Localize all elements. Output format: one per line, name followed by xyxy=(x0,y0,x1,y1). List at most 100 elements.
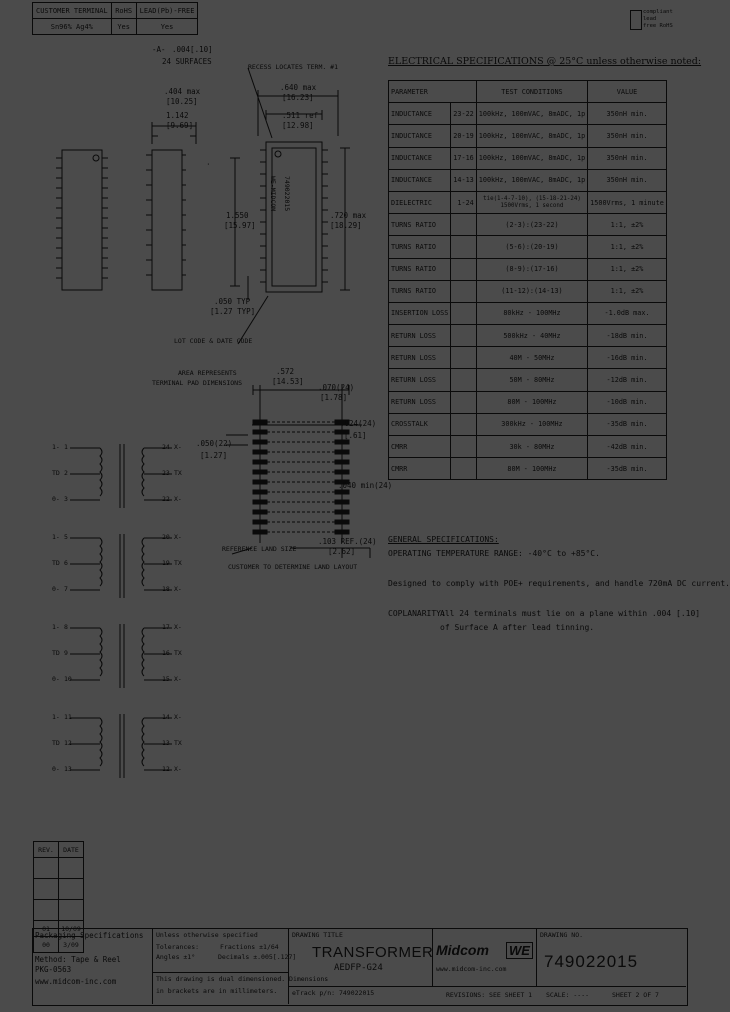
schematic: 1- TD 0- 1 2 3 24 23 22 X- TX X- 1- TD 0… xyxy=(52,440,192,780)
spec-value: -1.0dB max. xyxy=(587,301,667,326)
lot-code-label: LOT CODE & DATE CODE xyxy=(174,337,253,345)
sheet-number: SHEET 2 OF 7 xyxy=(612,991,659,999)
spec-pins xyxy=(450,257,477,281)
spec-value: 1:1, ±2% xyxy=(587,279,667,303)
dim-550mm: [15.97] xyxy=(224,221,256,230)
compliance-icon xyxy=(630,10,642,30)
g1-left-1: TD xyxy=(52,469,60,477)
spec-param: DIELECTRIC xyxy=(387,190,452,215)
customer-layout-label: CUSTOMER TO DETERMINE LAND LAYOUT xyxy=(228,563,358,571)
spec-condition: 80kHz - 100MHz xyxy=(475,301,589,326)
side-view-body xyxy=(61,149,103,291)
rev-header: REV. xyxy=(33,841,59,858)
drawing-no-label: DRAWING NO. xyxy=(540,931,584,939)
general-temp: OPERATING TEMPERATURE RANGE: -40°C to +8… xyxy=(388,549,600,558)
g3-pin-r0: 17 xyxy=(162,623,170,631)
g2-pin-r0: 20 xyxy=(162,533,170,541)
pin1-marker xyxy=(92,154,100,162)
spec-value: -10dB min. xyxy=(587,390,667,414)
dim-720: .720 max xyxy=(330,211,367,220)
ref-land-label: REFERENCE LAND SIZE xyxy=(222,545,297,553)
group-2-wiring xyxy=(70,534,172,598)
spec-pins xyxy=(450,301,477,326)
spec-pins xyxy=(450,213,477,237)
rohs-compliance-mark: compliant lead free RoHS xyxy=(630,8,673,34)
general-cop-1: All 24 terminals must lie on a plane wit… xyxy=(440,609,701,618)
dim-050bmm: [1.27] xyxy=(200,451,228,460)
g3-right-1: TX xyxy=(174,649,182,657)
pad-layout xyxy=(226,385,371,558)
spec-value: 350nH min. xyxy=(587,124,667,148)
spec-pins: 23-22 xyxy=(450,102,477,126)
profile-view xyxy=(151,149,183,291)
rev-cell xyxy=(33,878,59,900)
general-cop-2: of Surface A after lead tinning. xyxy=(440,623,595,632)
g4-left-0: 1- xyxy=(52,713,60,721)
cell-rohs: Yes xyxy=(110,18,137,35)
website: www.midcom-inc.com xyxy=(35,977,117,986)
g2-right-1: TX xyxy=(174,559,182,567)
g2-pin-l0: 5 xyxy=(64,533,68,541)
material-table: CUSTOMER TERMINAL RoHS LEAD(Pb)-FREE Sn9… xyxy=(32,2,199,35)
spec-condition: (11-12):(14-13) xyxy=(475,279,589,303)
g3-pin-l2: 10 xyxy=(64,675,72,683)
spec-value: -42dB min. xyxy=(587,434,667,459)
compliance-line2: lead xyxy=(643,16,657,22)
side-view-leads xyxy=(56,157,108,279)
header-rohs: RoHS xyxy=(110,2,137,19)
g3-pin-l1: 9 xyxy=(64,649,68,657)
spec-value: -12dB min. xyxy=(587,368,667,392)
g1-pin-r1: 23 xyxy=(162,469,170,477)
dim-572mm: [14.53] xyxy=(272,377,304,386)
spec-pins xyxy=(450,368,477,392)
scale: SCALE: ---- xyxy=(546,991,590,999)
g4-pin-r2: 12 xyxy=(162,765,170,773)
g2-pin-l2: 7 xyxy=(64,585,68,593)
group-3-wiring xyxy=(70,624,172,688)
spec-param: INDUCTANCE xyxy=(387,124,452,148)
drawing-subtitle: AEDFP-G24 xyxy=(334,963,383,973)
g3-right-0: X- xyxy=(174,623,182,631)
dim-346: 1.142 xyxy=(166,111,189,120)
pad-note-2: TERMINAL PAD DIMENSIONS xyxy=(152,379,243,387)
cell-lead-free: Yes xyxy=(135,18,199,35)
g2-left-1: TD xyxy=(52,559,60,567)
dim-640mm: [16.23] xyxy=(282,93,314,102)
spec-value: 350nH min. xyxy=(587,168,667,192)
spec-condition: 50M - 80MHz xyxy=(475,368,589,392)
spec-param: INDUCTANCE xyxy=(387,102,452,126)
mechanical-drawing: - xyxy=(56,67,371,558)
logo-website: www.midcom-inc.com xyxy=(436,965,507,973)
g4-right-2: X- xyxy=(174,765,182,773)
pack-number: PKG-0563 xyxy=(35,965,72,974)
surface-label: 24 SURFACES xyxy=(162,57,212,66)
dim-024: .024(24) xyxy=(340,419,377,428)
spec-value: -35dB min. xyxy=(587,412,667,437)
g1-pin-r0: 24 xyxy=(162,443,170,451)
dim-050: .050 TYP xyxy=(214,297,251,306)
spec-row: TURNS RATIO(8-9):(17-16)1:1, ±2% xyxy=(387,257,667,281)
g3-pin-r2: 15 xyxy=(162,675,170,683)
tolerance-fraction: Fractions ±1/64 xyxy=(220,943,279,951)
g2-pin-r2: 18 xyxy=(162,585,170,593)
spec-param: TURNS RATIO xyxy=(387,279,452,303)
recess-label: RECESS LOCATES TERM. #1 xyxy=(248,63,339,71)
spec-condition: 40M - 50MHz xyxy=(475,346,589,370)
spec-pins xyxy=(450,346,477,370)
general-cop-label: COPLANARITY: xyxy=(388,609,446,618)
spec-pins xyxy=(450,412,477,437)
dim-024mm: [.61] xyxy=(344,431,367,440)
dim-572: .572 xyxy=(276,367,295,376)
dim-720mm: [18.29] xyxy=(330,221,362,230)
date-cell xyxy=(58,857,84,879)
pack-method: Method: Tape & Reel xyxy=(35,955,121,964)
dim-511: .511 ref xyxy=(282,111,319,120)
spec-header-param: PARAMETER xyxy=(388,79,477,104)
dim-070: .070(24) xyxy=(318,383,355,392)
rev-cell xyxy=(33,899,59,921)
